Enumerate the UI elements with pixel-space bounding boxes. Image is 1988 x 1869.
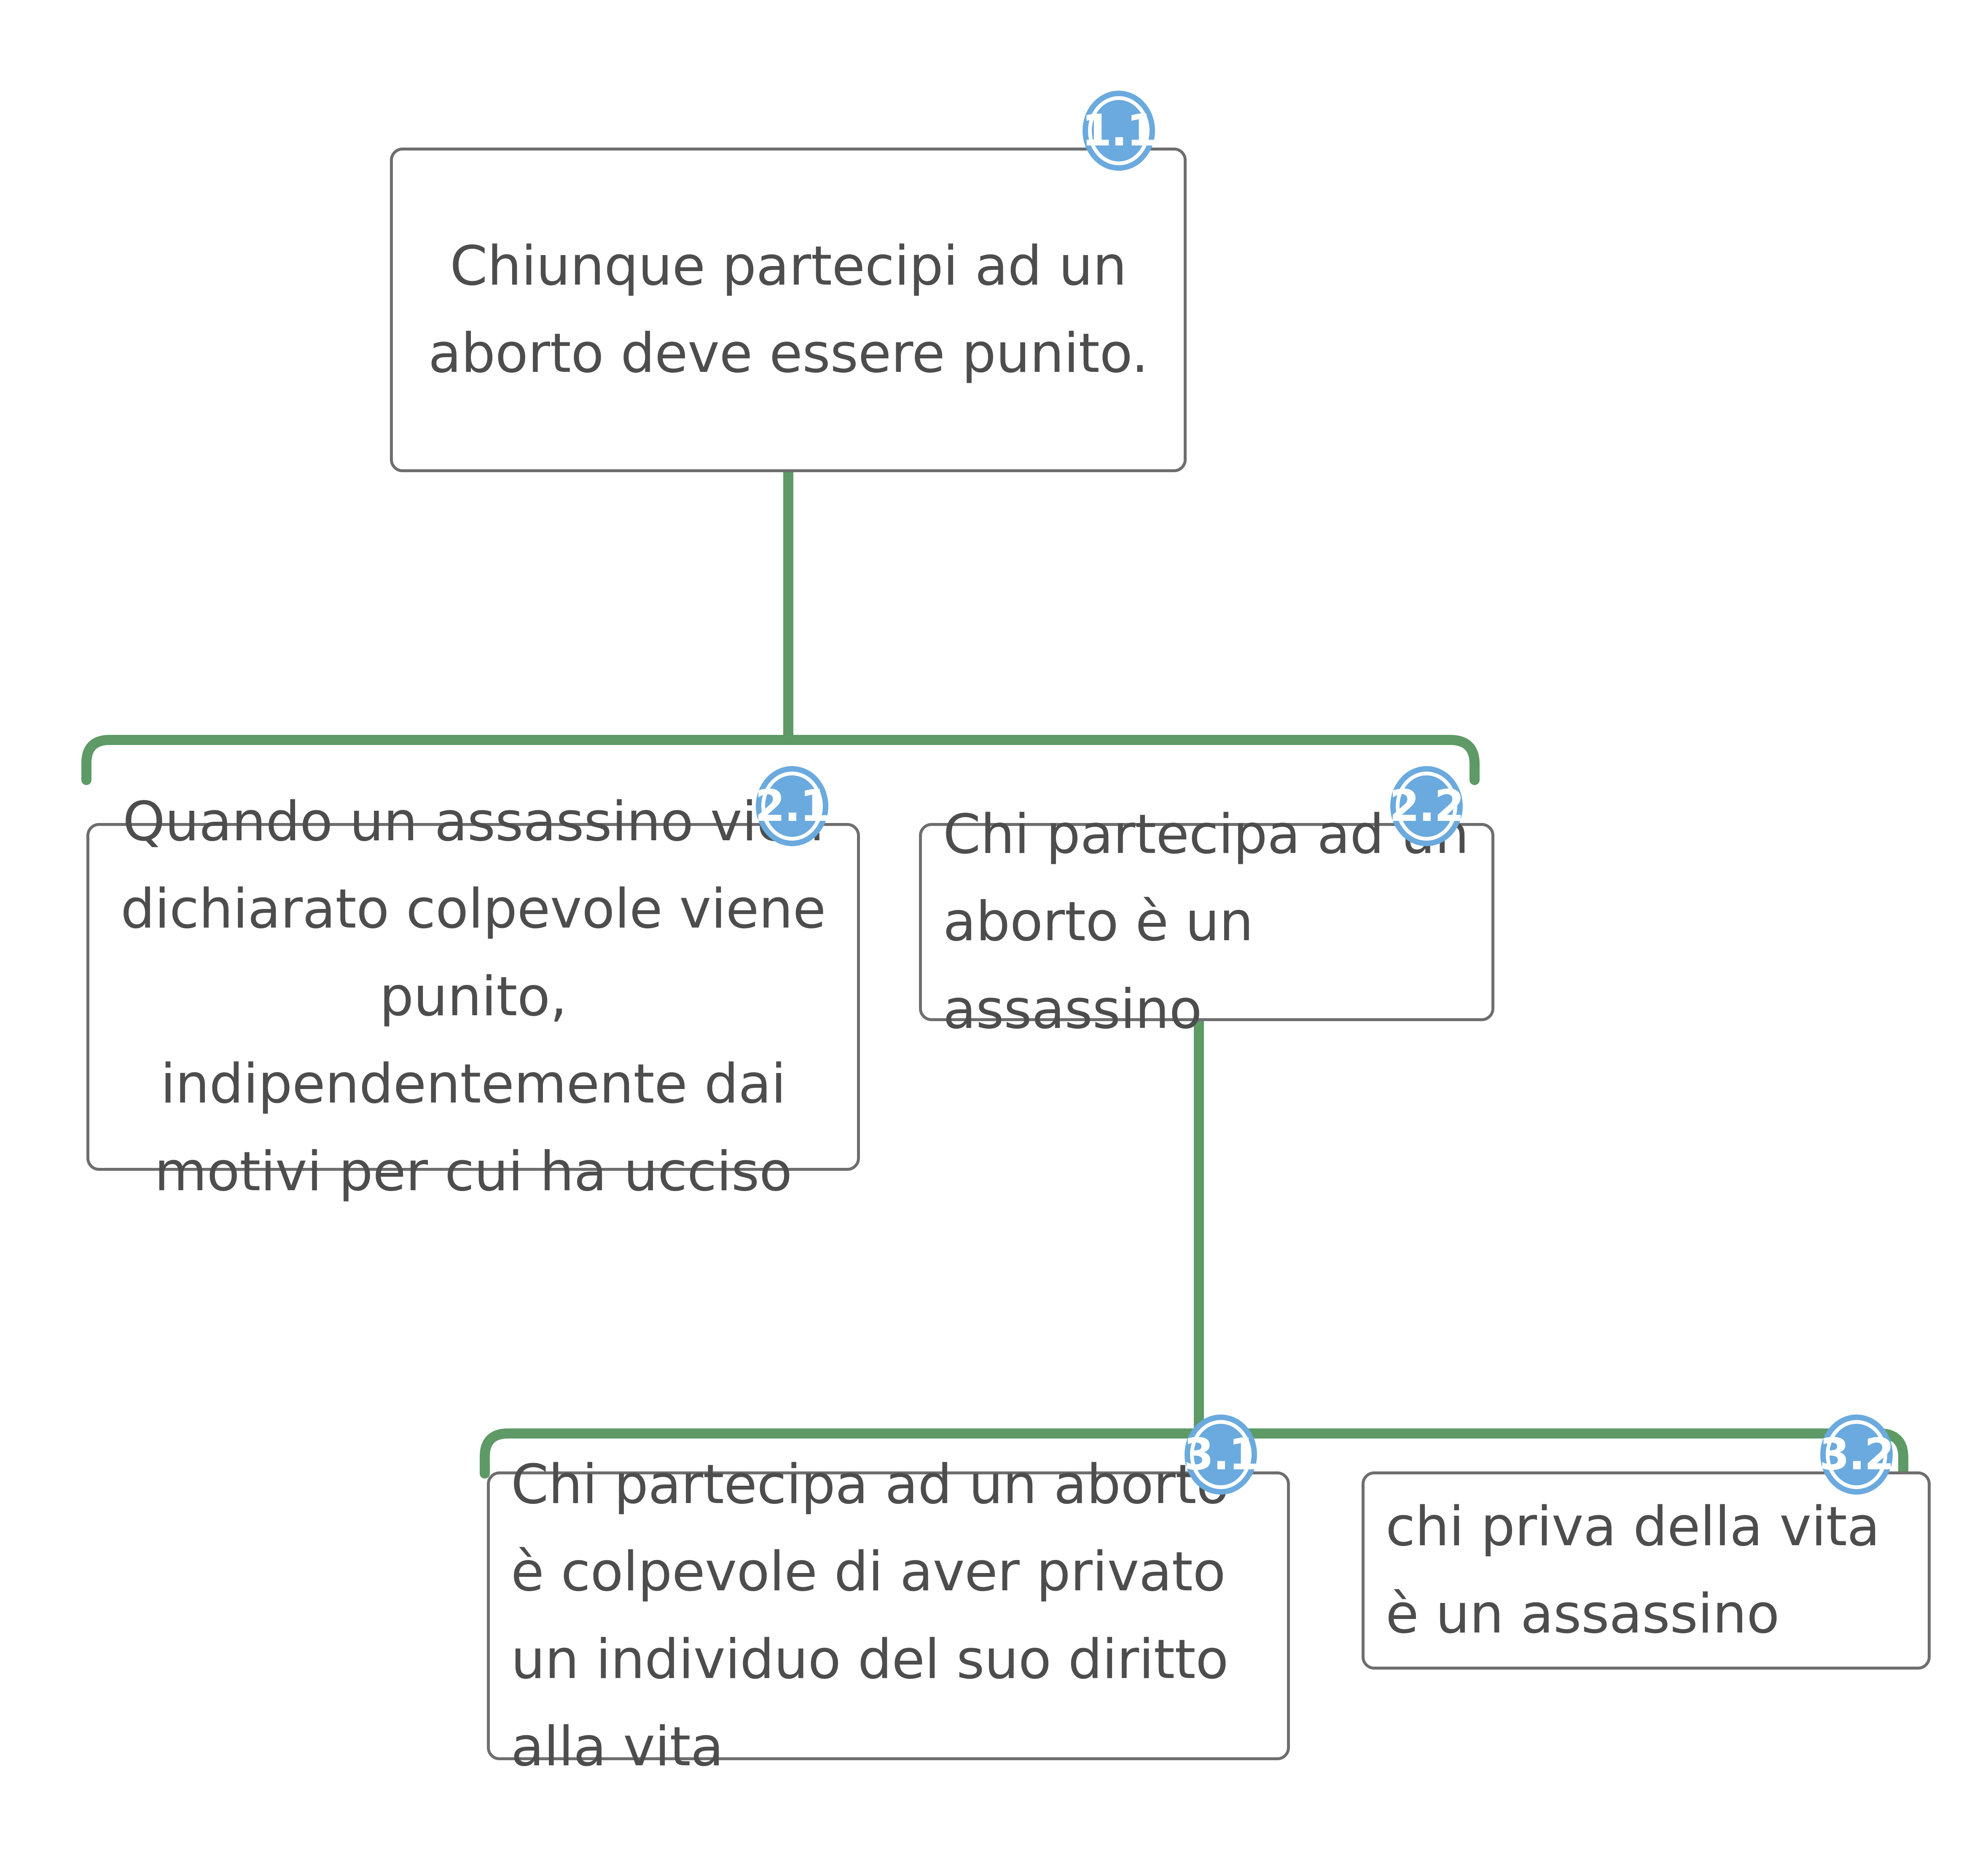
badge-1-1[interactable]: 1.1 bbox=[1081, 91, 1157, 171]
badge-1-1-label: 1.1 bbox=[1081, 105, 1157, 156]
node-1-1[interactable]: Chiunque partecipi ad un aborto deve ess… bbox=[390, 148, 1187, 472]
node-2-2[interactable]: Chi partecipa ad un aborto è un assassin… bbox=[919, 803, 1494, 1041]
badge-3-1[interactable]: 3.1 bbox=[1183, 1415, 1259, 1495]
badge-2-2-label: 2.2 bbox=[1389, 780, 1464, 831]
badge-2-1-label: 2.1 bbox=[755, 780, 830, 831]
badge-ring-icon bbox=[1088, 96, 1150, 165]
node-2-1[interactable]: Quando un assassino vien dichiarato colp… bbox=[86, 791, 860, 1203]
node-2-1-text: Quando un assassino vien dichiarato colp… bbox=[121, 791, 826, 1203]
node-3-2[interactable]: chi priva della vita è un assassino bbox=[1362, 1471, 1931, 1670]
badge-3-2-label: 3.2 bbox=[1819, 1429, 1894, 1480]
node-3-2-text: chi priva della vita è un assassino bbox=[1386, 1495, 1880, 1646]
edge-1-1-to-level-2 bbox=[81, 467, 1480, 785]
badge-2-2[interactable]: 2.2 bbox=[1389, 766, 1464, 846]
badge-3-1-label: 3.1 bbox=[1183, 1429, 1259, 1480]
node-1-1-text: Chiunque partecipi ad un aborto deve ess… bbox=[428, 234, 1149, 385]
badge-2-1[interactable]: 2.1 bbox=[755, 766, 830, 846]
node-3-1-text: Chi partecipa ad un aborto è colpevole d… bbox=[511, 1453, 1229, 1778]
badge-3-2[interactable]: 3.2 bbox=[1819, 1415, 1894, 1495]
node-3-1[interactable]: Chi partecipa ad un aborto è colpevole d… bbox=[487, 1453, 1290, 1778]
